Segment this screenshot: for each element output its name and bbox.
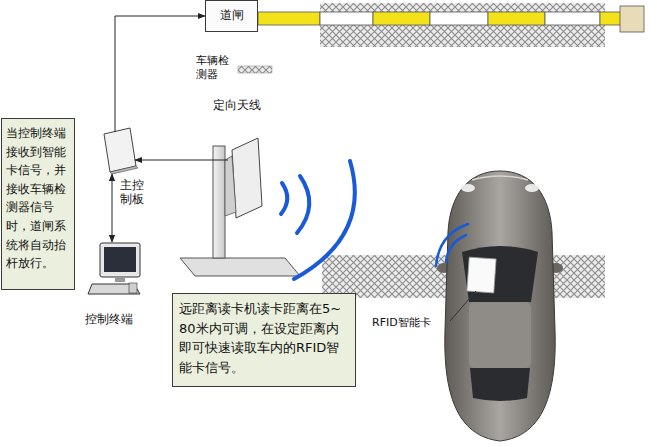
barrier-arm: [258, 6, 644, 32]
node-text: 当控制终端接收到智能卡信号，并接收车辆检测器信号时，道闸系统将自动抬杆放行。: [6, 124, 70, 273]
radio-waves: [281, 161, 355, 279]
node-label: 定向天线: [213, 98, 279, 112]
rfid-card: [467, 257, 496, 293]
road-band: [320, 3, 605, 47]
control-board-node: 主控制板: [104, 128, 136, 174]
control-terminal-node: 控制终端: [88, 242, 142, 296]
connector: [115, 16, 205, 132]
detector-label: 车辆检测器: [196, 54, 231, 82]
leader-line: [450, 291, 476, 321]
antenna-node: 定向天线: [228, 136, 264, 220]
note-box: 当控制终端接收到智能卡信号，并接收车辆检测器信号时，道闸系统将自动抬杆放行。: [1, 118, 75, 290]
node-text: 远距离读卡机读卡距离在5~80米内可调，在设定距离内即可快速读取车内的RFID智…: [179, 299, 349, 377]
vehicle-detector: [238, 66, 272, 73]
node-text: 道闸: [208, 8, 255, 22]
note-box: 远距离读卡机读卡距离在5~80米内可调，在设定距离内即可快速读取车内的RFID智…: [172, 293, 356, 387]
car: [437, 171, 563, 441]
control-board-edge: [110, 166, 138, 174]
node-label: 主控制板: [120, 178, 146, 207]
computer-icon: [88, 243, 140, 294]
node-label: 控制终端: [85, 312, 145, 326]
antenna-stand: [180, 138, 300, 276]
card-waves: [436, 224, 468, 266]
control-board: [104, 128, 136, 172]
card-label: RFID智能卡: [372, 316, 450, 330]
barrier-gate-box: 道闸: [205, 0, 258, 32]
connector: [112, 174, 113, 242]
connector: [135, 160, 228, 161]
